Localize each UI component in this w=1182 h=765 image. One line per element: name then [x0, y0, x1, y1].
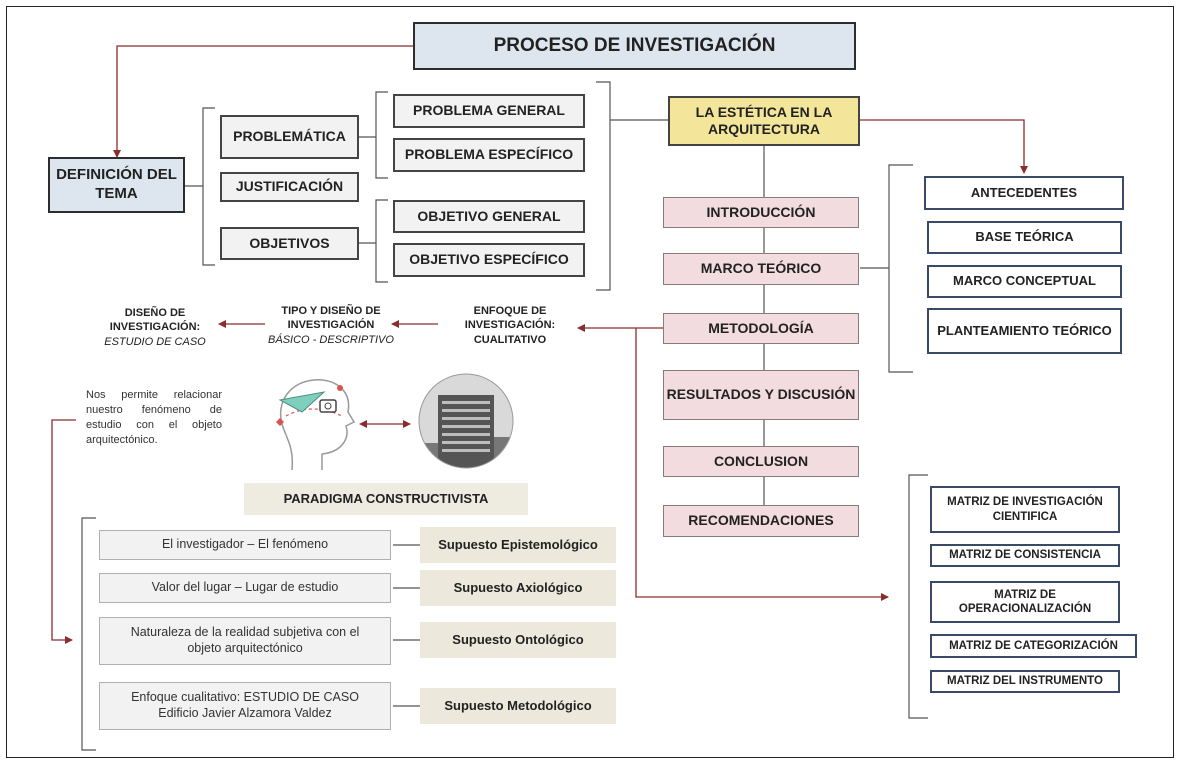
objetivo-general-box: OBJETIVO GENERAL [393, 200, 585, 233]
head-illustration-icon [276, 379, 356, 471]
step-conclusion: CONCLUSION [663, 446, 859, 477]
supuesto-ontologico: Supuesto Ontológico [420, 622, 616, 658]
diseno-title: DISEÑO DE INVESTIGACIÓN: [109, 307, 201, 334]
title-box: PROCESO DE INVESTIGACIÓN [413, 22, 856, 70]
supuesto-epistemologico: Supuesto Epistemológico [420, 527, 616, 563]
tipo-sub: BÁSICO - DESCRIPTIVO [268, 333, 394, 346]
problematica-box: PROBLEMÁTICA [220, 115, 359, 159]
diseno-sub: ESTUDIO DE CASO [104, 335, 206, 348]
enfoque-label: ENFOQUE DE INVESTIGACIÓN: CUALITATIVO [464, 305, 556, 346]
tema-box: LA ESTÉTICA EN LA ARQUITECTURA [668, 96, 860, 146]
marco-antecedentes: ANTECEDENTES [924, 176, 1124, 210]
supuesto-left-1: El investigador – El fenómeno [99, 530, 391, 560]
marco-conceptual: MARCO CONCEPTUAL [927, 265, 1122, 298]
supuesto-left-4: Enfoque cualitativo: ESTUDIO DE CASO Edi… [99, 682, 391, 730]
definicion-tema-box: DEFINICIÓN DEL TEMA [48, 157, 185, 213]
step-metodologia: METODOLOGÍA [663, 313, 859, 344]
arrow-metodologia-matrices [635, 328, 889, 601]
supuesto-left-3: Naturaleza de la realidad subjetiva con … [99, 617, 391, 665]
supuesto-axiologico: Supuesto Axiológico [420, 570, 616, 606]
step-recomendaciones: RECOMENDACIONES [663, 505, 859, 537]
tipo-title: TIPO Y DISEÑO DE INVESTIGACIÓN [281, 305, 381, 332]
justificacion-box: JUSTIFICACIÓN [220, 172, 359, 202]
diagram-frame [6, 6, 1174, 758]
arrow-tema-antecedentes [860, 119, 1028, 174]
step-introduccion: INTRODUCCIÓN [663, 197, 859, 228]
supuesto-metodologico: Supuesto Metodológico [420, 688, 616, 724]
objetivo-especifico-box: OBJETIVO ESPECÍFICO [393, 243, 585, 277]
arrow-title-definicion [113, 45, 413, 158]
building-photo-icon [418, 373, 514, 469]
tipo-diseno-label: TIPO Y DISEÑO DE INVESTIGACIÓN BÁSICO - … [262, 304, 400, 347]
step-marco-teorico: MARCO TEÓRICO [663, 253, 859, 285]
objetivos-box: OBJETIVOS [220, 227, 359, 260]
problema-especifico-box: PROBLEMA ESPECÍFICO [393, 138, 585, 172]
supuesto-left-2: Valor del lugar – Lugar de estudio [99, 573, 391, 603]
matriz-instrumento: MATRIZ DEL INSTRUMENTO [930, 670, 1120, 693]
step-resultados-discusion: RESULTADOS Y DISCUSIÓN [663, 370, 859, 420]
matriz-investigacion: MATRIZ DE INVESTIGACIÓN CIENTIFICA [930, 486, 1120, 533]
marco-planteamiento-teorico: PLANTEAMIENTO TEÓRICO [927, 308, 1122, 354]
marco-base-teorica: BASE TEÓRICA [927, 221, 1122, 254]
matriz-operacionalizacion: MATRIZ DE OPERACIONALIZACIÓN [930, 581, 1120, 623]
matriz-categorizacion: MATRIZ DE CATEGORIZACIÓN [930, 634, 1137, 658]
relation-text: Nos permite relacionar nuestro fenómeno … [86, 389, 222, 446]
problema-general-box: PROBLEMA GENERAL [393, 94, 585, 128]
arrow-left-bracket [51, 419, 76, 644]
matriz-consistencia: MATRIZ DE CONSISTENCIA [930, 544, 1120, 567]
paradigma-box: PARADIGMA CONSTRUCTIVISTA [244, 483, 528, 515]
diseno-label: DISEÑO DE INVESTIGACIÓN: ESTUDIO DE CASO [88, 306, 222, 349]
